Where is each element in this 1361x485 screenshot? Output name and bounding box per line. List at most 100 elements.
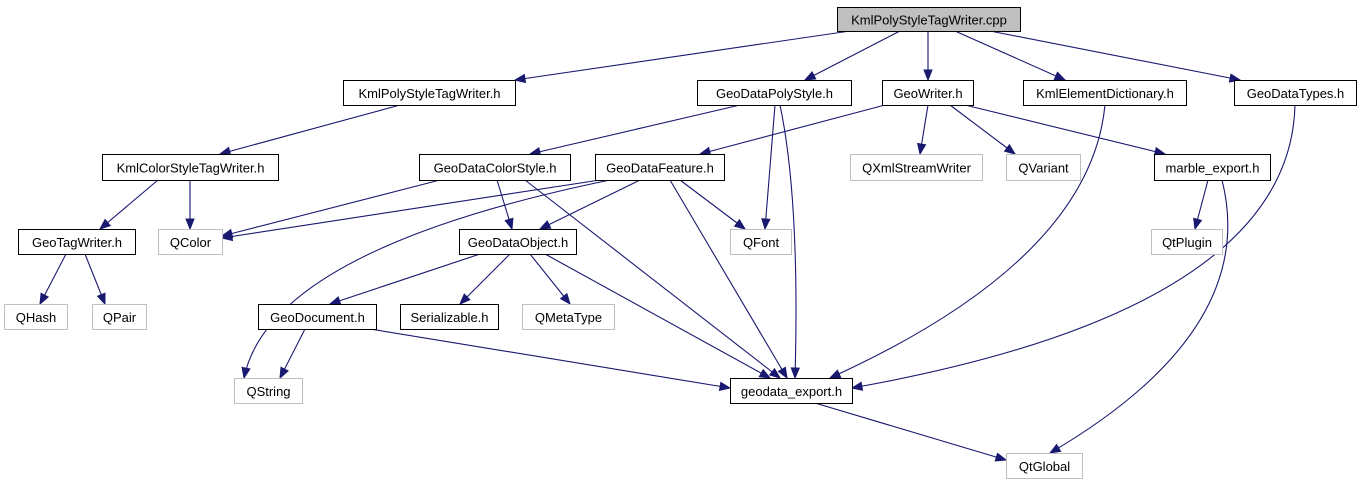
arrowhead-icon	[1048, 443, 1062, 454]
edge-kcstw_h-to-gtw_h	[98, 179, 159, 230]
node-qcolor: QColor	[158, 229, 223, 255]
node-me-h[interactable]: marble_export.h	[1154, 154, 1271, 181]
node-label: marble_export.h	[1166, 161, 1260, 176]
node-qtglobal: QtGlobal	[1006, 453, 1083, 479]
edge-line	[243, 179, 611, 379]
edge-line	[851, 104, 1296, 389]
arrowhead-icon	[98, 218, 112, 230]
node-box	[697, 80, 852, 106]
node-gdps-h[interactable]: GeoDataPolyStyle.h	[697, 80, 852, 106]
node-box	[400, 304, 499, 330]
edge-root-to-gw_h	[923, 31, 933, 82]
node-gdcs-h[interactable]: GeoDataColorStyle.h	[419, 154, 571, 181]
arrowhead-icon	[790, 367, 801, 380]
arrowhead-icon	[559, 292, 571, 306]
node-label: GeoTagWriter.h	[32, 235, 122, 250]
arrowhead-icon	[761, 218, 771, 231]
node-qtplugin: QtPlugin	[1151, 229, 1223, 255]
arrowhead-icon	[39, 292, 50, 306]
edge-line	[221, 179, 441, 237]
edge-line	[779, 104, 797, 379]
arrowhead-icon	[777, 366, 788, 380]
node-box	[158, 229, 223, 255]
node-box	[343, 80, 516, 106]
arrowhead-icon	[923, 69, 933, 82]
node-box	[1154, 154, 1271, 181]
edge-gw_h-to-me_h	[964, 104, 1167, 157]
edge-line	[524, 179, 781, 379]
edge-gde_h-to-qtglobal	[814, 402, 1008, 462]
node-gde-h[interactable]: geodata_export.h	[730, 378, 853, 404]
arrowhead-icon	[917, 142, 927, 156]
node-label: QVariant	[1018, 161, 1069, 176]
node-label: KmlElementDictionary.h	[1036, 86, 1174, 101]
edge-kcstw_h-to-qcolor	[185, 180, 195, 231]
edge-line	[544, 253, 771, 379]
edge-me_h-to-qtglobal	[1048, 179, 1229, 454]
node-kpstw-h[interactable]: KmlPolyStyleTagWriter.h	[343, 80, 516, 106]
node-gdt-h[interactable]: GeoDataTypes.h	[1234, 80, 1357, 106]
node-ser-h[interactable]: Serializable.h	[400, 304, 499, 330]
node-label: GeoDataObject.h	[468, 235, 568, 250]
edge-line	[369, 328, 731, 389]
edge-line	[514, 30, 851, 81]
edge-line	[329, 253, 481, 305]
node-qhash: QHash	[4, 304, 68, 330]
edge-gdf_h-to-qstring	[241, 179, 611, 380]
arrowhead-icon	[828, 369, 842, 379]
node-label: GeoDataPolyStyle.h	[716, 86, 833, 101]
node-box	[258, 304, 377, 330]
node-label: QtGlobal	[1019, 459, 1070, 474]
node-label: GeoDataTypes.h	[1247, 86, 1345, 101]
edge-gdcs_h-to-qcolor	[220, 179, 441, 238]
edge-line	[219, 104, 401, 155]
node-gtw-h[interactable]: GeoTagWriter.h	[18, 229, 136, 255]
edge-line	[804, 30, 901, 81]
edge-line	[529, 253, 571, 305]
arrowhead-icon	[768, 367, 782, 379]
node-label: Serializable.h	[410, 310, 488, 325]
arrowhead-icon	[1193, 217, 1203, 231]
node-gdf-h[interactable]: GeoDataFeature.h	[595, 154, 725, 181]
node-box	[522, 304, 615, 330]
arrowhead-icon	[220, 231, 234, 242]
node-box	[18, 229, 136, 255]
edge-line	[539, 179, 641, 230]
edge-gdoc_h-to-qstring	[279, 328, 306, 380]
arrowhead-icon	[459, 293, 471, 305]
edge-gdo_h-to-ser_h	[459, 253, 511, 305]
arrowhead-icon	[1003, 143, 1017, 155]
node-qxsw: QXmlStreamWriter	[850, 154, 983, 181]
node-box	[837, 7, 1021, 32]
node-qfont: QFont	[730, 229, 792, 255]
node-root[interactable]: KmlPolyStyleTagWriter.cpp	[837, 7, 1021, 32]
edge-line	[699, 104, 886, 155]
edge-root-to-gdps_h	[803, 30, 901, 81]
node-label: GeoWriter.h	[893, 86, 962, 101]
node-label: GeoDocument.h	[270, 310, 365, 325]
edge-line	[1049, 179, 1229, 454]
node-gw-h[interactable]: GeoWriter.h	[882, 80, 974, 106]
edge-root-to-ked_h	[954, 30, 1067, 81]
node-ked-h[interactable]: KmlElementDictionary.h	[1023, 80, 1187, 106]
arrowhead-icon	[185, 218, 195, 231]
edge-gdf_h-to-qfont	[679, 179, 747, 230]
node-box	[459, 229, 577, 255]
edge-gdf_h-to-gdo_h	[538, 179, 641, 230]
edge-line	[949, 104, 1016, 155]
edge-gdcs_h-to-gde_h	[524, 179, 782, 379]
node-qmetatype: QMetaType	[522, 304, 615, 330]
node-gdo-h[interactable]: GeoDataObject.h	[459, 229, 577, 255]
edge-line	[829, 104, 1106, 379]
edge-line	[954, 30, 1066, 81]
node-label: KmlPolyStyleTagWriter.h	[358, 86, 500, 101]
node-label: QPair	[103, 310, 137, 325]
edge-gdo_h-to-qmetatype	[529, 253, 571, 306]
node-box	[882, 80, 974, 106]
edge-line	[964, 104, 1166, 155]
node-kcstw-h[interactable]: KmlColorStyleTagWriter.h	[102, 154, 279, 181]
node-gdoc-h[interactable]: GeoDocument.h	[258, 304, 377, 330]
arrowhead-icon	[994, 452, 1008, 462]
arrowhead-icon	[241, 366, 251, 380]
